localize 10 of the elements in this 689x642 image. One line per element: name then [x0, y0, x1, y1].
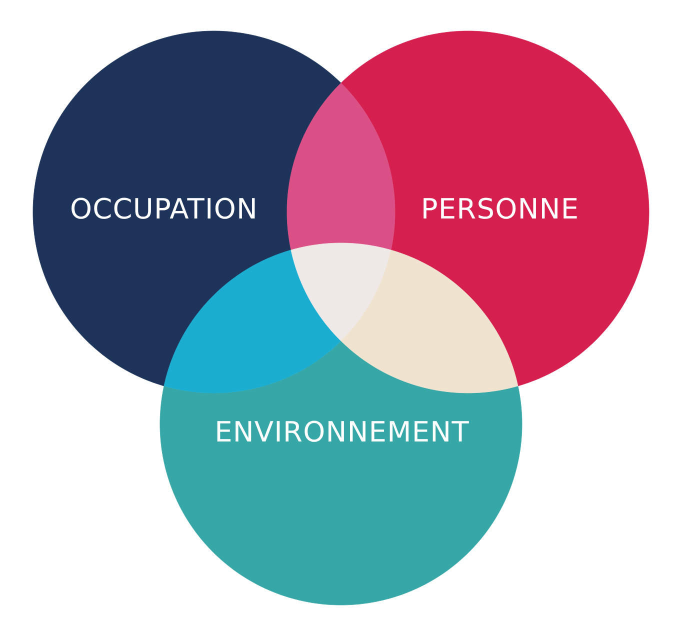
overlap-lens	[287, 83, 395, 250]
circle-region	[33, 31, 341, 386]
circle-label: ENVIRONNEMENT	[214, 418, 470, 448]
overlap-lens	[164, 250, 341, 393]
overlap-center	[291, 243, 391, 341]
circle-region	[341, 31, 649, 386]
overlap-lens	[341, 250, 518, 393]
circle-label: OCCUPATION	[70, 194, 258, 226]
circle-region	[160, 340, 522, 605]
circle-label: PERSONNE	[420, 194, 580, 226]
